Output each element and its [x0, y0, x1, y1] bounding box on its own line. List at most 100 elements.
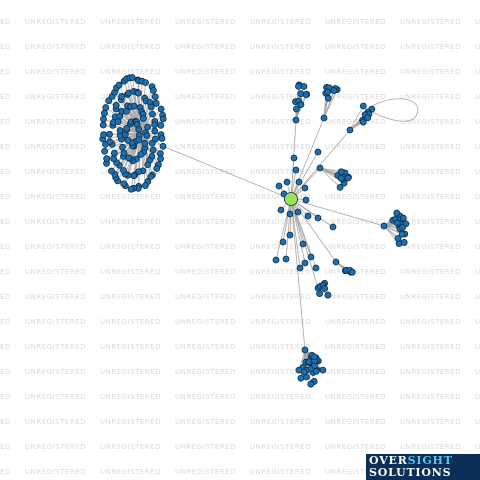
- loose-node[interactable]: [302, 196, 310, 204]
- loose-node[interactable]: [301, 184, 309, 192]
- loose-node[interactable]: [283, 178, 291, 186]
- top-left-cluster-node[interactable]: [297, 90, 305, 98]
- bottom-cluster-node[interactable]: [297, 374, 305, 382]
- loose-node[interactable]: [304, 212, 312, 220]
- loose-node[interactable]: [286, 210, 294, 218]
- ellipse-cluster-node[interactable]: [108, 167, 115, 175]
- ellipse-cluster-node[interactable]: [116, 127, 124, 134]
- ellipse-cluster-node[interactable]: [143, 132, 151, 139]
- ellipse-cluster-node[interactable]: [120, 167, 127, 174]
- ellipse-cluster-node[interactable]: [142, 79, 149, 87]
- top-cluster-node[interactable]: [324, 88, 332, 96]
- loose-node[interactable]: [314, 148, 322, 156]
- lower-right-cluster-node[interactable]: [348, 268, 356, 276]
- ellipse-cluster-node[interactable]: [135, 136, 143, 144]
- loose-node[interactable]: [282, 255, 290, 263]
- ellipse-cluster-node[interactable]: [147, 173, 155, 180]
- bottom-cluster-node[interactable]: [312, 367, 320, 375]
- ellipse-cluster-node[interactable]: [112, 101, 120, 109]
- ellipse-cluster-node[interactable]: [120, 180, 128, 188]
- ellipse-cluster-node[interactable]: [110, 149, 118, 157]
- top-left-cluster-node[interactable]: [292, 116, 300, 124]
- top-right-cluster-node[interactable]: [359, 118, 367, 126]
- ellipse-cluster-node[interactable]: [128, 74, 136, 81]
- mid-right-cluster-node[interactable]: [337, 168, 345, 176]
- ellipse-cluster-node[interactable]: [106, 130, 113, 138]
- lower-mid-cluster-node[interactable]: [324, 291, 332, 299]
- ellipse-cluster-node[interactable]: [153, 165, 161, 172]
- lower-right-cluster-node[interactable]: [332, 258, 340, 266]
- mid-right-cluster-node[interactable]: [316, 164, 324, 172]
- ellipse-cluster-node[interactable]: [100, 115, 107, 123]
- ellipse-cluster-node[interactable]: [144, 123, 152, 131]
- ellipse-cluster-node[interactable]: [99, 121, 107, 129]
- bottom-cluster-node[interactable]: [301, 346, 309, 354]
- ellipse-cluster-node[interactable]: [141, 139, 149, 147]
- loose-node[interactable]: [312, 264, 320, 272]
- top-right-cluster-node[interactable]: [364, 114, 372, 122]
- ellipse-cluster-node[interactable]: [135, 126, 143, 133]
- right-cluster-node[interactable]: [398, 230, 406, 238]
- ellipse-cluster-node[interactable]: [141, 182, 149, 190]
- ellipse-cluster-node[interactable]: [159, 142, 167, 150]
- lower-mid-cluster-node[interactable]: [316, 290, 323, 298]
- top-cluster-node[interactable]: [330, 87, 338, 94]
- ellipse-cluster-node[interactable]: [149, 146, 157, 154]
- loose-node[interactable]: [290, 154, 298, 162]
- ellipse-cluster-node[interactable]: [105, 97, 113, 105]
- loose-node[interactable]: [329, 223, 337, 231]
- lower-mid-cluster-node[interactable]: [321, 285, 329, 292]
- top-left-cluster-node[interactable]: [292, 105, 300, 113]
- ellipse-cluster-node[interactable]: [152, 135, 159, 143]
- ellipse-cluster-node[interactable]: [100, 131, 108, 139]
- loose-node[interactable]: [272, 256, 280, 264]
- ellipse-cluster-node[interactable]: [101, 109, 108, 117]
- right-cluster-node[interactable]: [393, 209, 401, 217]
- top-right-cluster-node[interactable]: [359, 102, 367, 110]
- top-left-cluster-node[interactable]: [297, 101, 305, 108]
- top-cluster-node[interactable]: [320, 114, 328, 122]
- mid-right-cluster-node[interactable]: [336, 183, 344, 191]
- right-cluster-node[interactable]: [380, 222, 388, 230]
- ellipse-cluster-node[interactable]: [124, 136, 132, 144]
- right-cluster-node[interactable]: [399, 224, 406, 231]
- ellipse-cluster-node[interactable]: [115, 81, 123, 89]
- center-node[interactable]: [284, 192, 298, 206]
- right-cluster-node[interactable]: [399, 214, 407, 222]
- ellipse-cluster-node[interactable]: [123, 124, 131, 132]
- ellipse-cluster-node[interactable]: [103, 155, 111, 162]
- ellipse-cluster-node[interactable]: [118, 92, 126, 100]
- ellipse-cluster-node[interactable]: [119, 143, 126, 151]
- ellipse-cluster-node[interactable]: [144, 161, 152, 169]
- ellipse-cluster-node[interactable]: [120, 149, 128, 157]
- loose-node[interactable]: [295, 178, 303, 186]
- right-cluster-node[interactable]: [400, 239, 408, 246]
- loose-node[interactable]: [279, 238, 287, 246]
- loose-node[interactable]: [294, 208, 302, 216]
- ellipse-cluster-node[interactable]: [157, 105, 165, 113]
- ellipse-cluster-node[interactable]: [139, 115, 147, 122]
- loose-node[interactable]: [275, 182, 283, 190]
- loose-node[interactable]: [314, 214, 322, 222]
- ellipse-cluster-node[interactable]: [149, 110, 156, 118]
- loose-node[interactable]: [296, 264, 304, 272]
- ellipse-cluster-node[interactable]: [159, 115, 167, 123]
- bottom-cluster-node[interactable]: [295, 366, 303, 374]
- ellipse-cluster-node[interactable]: [130, 102, 138, 110]
- loose-node[interactable]: [292, 166, 300, 174]
- loose-node[interactable]: [286, 231, 294, 239]
- mid-right-cluster-node[interactable]: [344, 174, 352, 182]
- ellipse-cluster-node[interactable]: [134, 89, 142, 97]
- loose-node[interactable]: [307, 253, 315, 261]
- ellipse-cluster-node[interactable]: [151, 127, 159, 135]
- bottom-cluster-node[interactable]: [319, 366, 327, 374]
- ellipse-cluster-node[interactable]: [127, 185, 135, 193]
- loose-node[interactable]: [301, 259, 309, 267]
- ellipse-cluster-node[interactable]: [101, 147, 109, 155]
- mid-right-cluster-node[interactable]: [337, 174, 345, 182]
- loose-node[interactable]: [299, 240, 307, 248]
- ellipse-cluster-node[interactable]: [151, 121, 159, 129]
- top-cluster-node[interactable]: [324, 94, 332, 102]
- top-left-cluster-node[interactable]: [295, 82, 302, 90]
- ellipse-cluster-node[interactable]: [106, 138, 114, 146]
